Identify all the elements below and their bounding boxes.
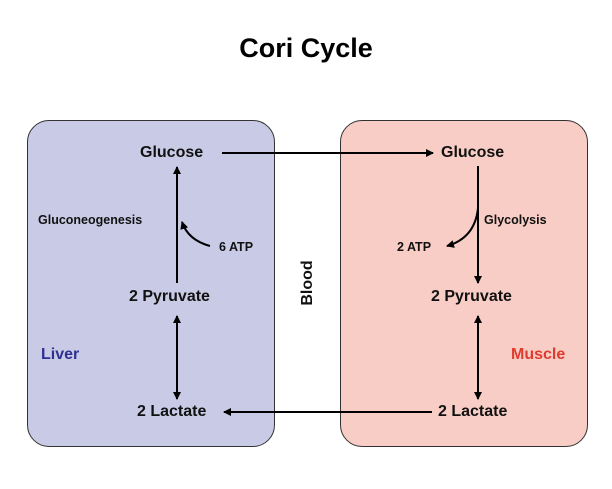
- muscle-pyruvate-label: 2 Pyruvate: [431, 288, 512, 305]
- muscle-panel: [340, 120, 588, 447]
- muscle-atp-output-arrow: [446, 207, 479, 248]
- liver-lactate-label: 2 Lactate: [137, 403, 207, 420]
- blood-label: Blood: [299, 260, 316, 306]
- muscle-glucose-label: Glucose: [441, 144, 505, 161]
- gluconeogenesis-label: Gluconeogenesis: [38, 213, 143, 227]
- liver-label: Liver: [41, 346, 80, 363]
- liver-atp-label: 6 ATP: [219, 240, 254, 254]
- liver-glucose-label: Glucose: [140, 144, 204, 161]
- glycolysis-label: Glycolysis: [484, 213, 547, 227]
- liver-panel: [27, 120, 275, 447]
- muscle-atp-label: 2 ATP: [397, 240, 432, 254]
- diagram-title: Cori Cycle: [239, 33, 373, 63]
- liver-pyruvate-label: 2 Pyruvate: [129, 288, 210, 305]
- muscle-lactate-label: 2 Lactate: [438, 403, 508, 420]
- muscle-label: Muscle: [511, 346, 566, 363]
- liver-atp-input-arrow: [180, 221, 211, 247]
